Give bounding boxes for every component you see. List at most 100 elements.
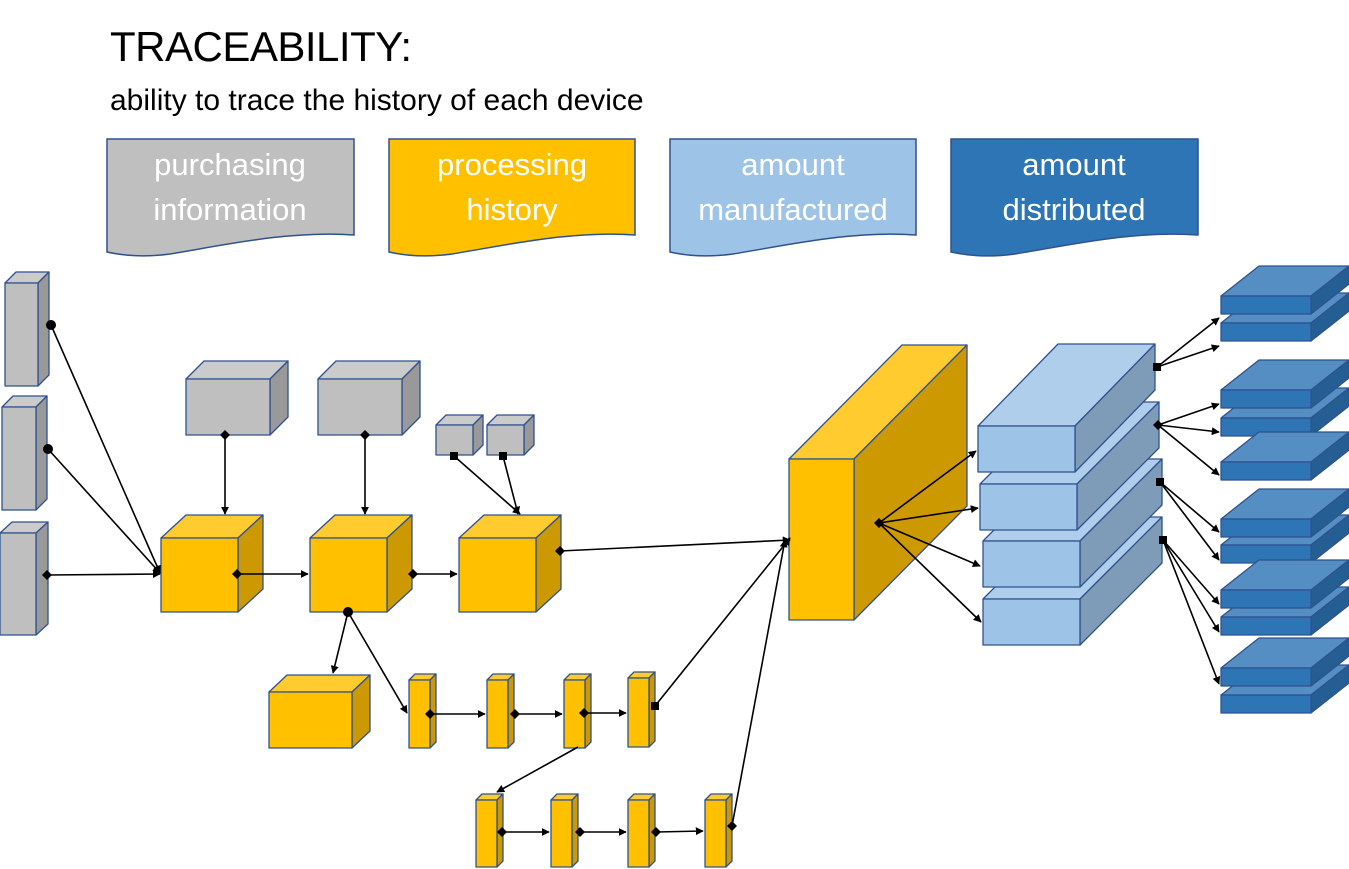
legend-label-line2: distributed [1002,192,1145,227]
cube-front-face [788,458,855,621]
legend-label-line1: purchasing [154,147,306,182]
manufactured-lot [977,343,1156,473]
cube-side-face [37,271,50,387]
cube-front-face [486,424,525,456]
cube-front-face [1220,518,1312,538]
trace-arrow [46,570,161,579]
process-batch-bar [550,793,579,868]
legend-label-line2: manufactured [698,192,888,227]
purchased-part-small [435,414,484,456]
cube-front-face [1220,389,1312,409]
distributed-unit [1220,488,1349,538]
process-step-cube [309,514,413,613]
legend-label-line2: history [466,192,558,227]
trace-arrow [1159,481,1220,533]
legend-document-shape [950,138,1199,257]
connector-dot [425,709,435,719]
cube-front-face [977,425,1076,473]
legend-label-line1: amount [741,147,845,182]
trace-arrow [654,537,791,707]
cube-front-face [0,532,37,636]
cube-front-face [435,424,474,456]
cube-front-face [1220,667,1312,687]
trace-arrow [1156,344,1220,368]
legend-document-shape [106,138,355,257]
cube-front-face [185,378,271,436]
connector-dot [360,430,370,440]
connector-dot [450,452,458,460]
connector-dot [651,702,659,710]
purchased-part-small [486,414,535,456]
arrow-layer [42,317,1221,837]
trace-arrow [502,455,521,515]
trace-arrow [1156,317,1220,368]
trace-arrow [1157,402,1220,426]
trace-arrow [878,522,981,567]
trace-arrow [1162,539,1220,605]
connector-dot [727,821,737,831]
connector-dot [499,452,507,460]
connector-dot [42,570,52,580]
cube-front-face [627,799,650,868]
connector-dot [43,444,53,454]
connector-dot [555,546,565,556]
connector-dot [408,569,418,579]
process-step-cube [458,514,562,613]
trace-arrow [1162,539,1221,685]
cube-front-face [475,799,498,868]
cube-front-face [1220,616,1312,636]
raw-material-bar [4,271,50,387]
cube-front-face [458,537,537,613]
trace-arrow [878,522,982,623]
cube-front-face [982,540,1081,588]
cube-front-face [1220,461,1312,481]
legend-label-line2: information [153,192,306,227]
trace-arrow [347,611,408,714]
cube-front-face [486,679,509,749]
cube-front-face [309,537,388,613]
legend-label-line1: amount [1022,147,1126,182]
distributed-unit [1220,431,1349,481]
process-batch-bar [563,673,592,749]
cube-front-face [1220,694,1312,714]
legend-label-line1: processing [437,147,587,182]
process-batch-bar [627,793,656,868]
raw-material-bar [1,395,48,511]
cube-front-face [550,799,573,868]
cube-front-face [1,406,37,511]
cube-front-face [982,598,1081,646]
trace-arrow [1162,539,1220,633]
trace-arrow [50,324,161,574]
connector-dot [579,708,589,718]
cube-front-face [408,679,431,749]
trace-arrow [731,539,788,827]
cube-front-face [317,378,403,436]
trace-arrow [47,448,161,574]
distributed-unit [1220,637,1349,687]
trace-arrow [330,611,349,674]
purchased-part-box [185,360,289,436]
process-batch-bar [627,671,656,748]
page-title: TRACEABILITY: [110,23,412,70]
cube-front-face [4,282,39,387]
cube-front-face [563,679,586,749]
cube-front-face [704,799,727,868]
trace-arrow [655,827,704,836]
cube-front-face [1220,589,1312,609]
trace-arrow [878,450,977,524]
page-subtitle: ability to trace the history of each dev… [110,84,644,117]
cube-front-face [627,677,650,748]
connector-dot [510,709,520,719]
purchased-part-box [317,360,421,436]
process-step-cube [160,514,264,613]
legend-processing-history: processing history [388,138,636,257]
cube-layer [0,265,1349,868]
distributed-unit [1220,265,1349,315]
legend-amount-distributed: amount distributed [950,138,1199,257]
legend-amount-manufactured: amount manufactured [669,138,917,257]
trace-arrow [559,536,791,552]
connector-dot [220,430,230,440]
process-batch-bar [704,793,733,868]
trace-arrow [878,505,979,524]
